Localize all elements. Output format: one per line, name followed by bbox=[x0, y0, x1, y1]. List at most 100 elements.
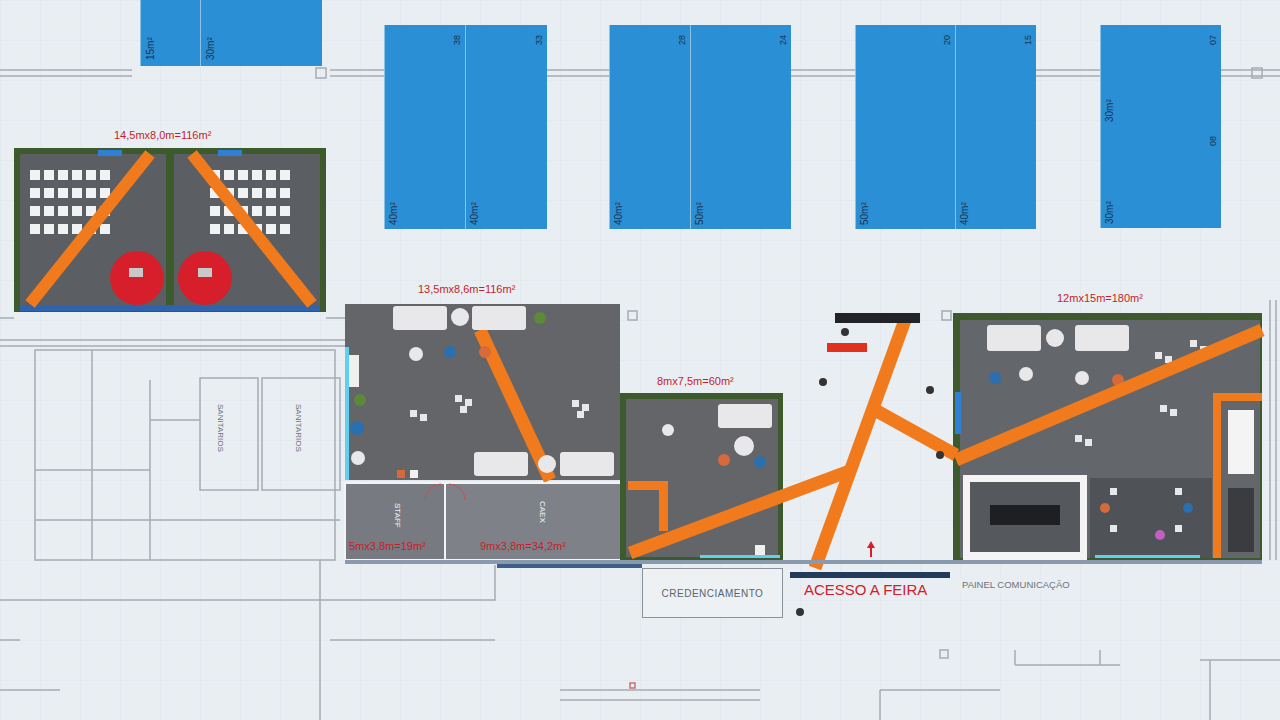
counters-part bbox=[827, 343, 867, 352]
booth-label: 24 bbox=[779, 35, 788, 45]
sanitary-room: SANITARIOS bbox=[262, 378, 340, 490]
lounge-three-part-part bbox=[1110, 488, 1117, 495]
building-lines-part bbox=[630, 683, 635, 688]
auditorium-rooms-part bbox=[110, 251, 164, 305]
lounge-three-part bbox=[1228, 488, 1254, 552]
lounge-three-part bbox=[1155, 530, 1165, 540]
sanitary-room: SANITARIOS bbox=[200, 378, 258, 490]
auditorium-rooms-part bbox=[98, 150, 122, 156]
walkways-part bbox=[815, 320, 905, 568]
auditorium-rooms-part bbox=[178, 251, 232, 305]
lounge-area: 13,5mx8,6m=116m² bbox=[345, 304, 620, 480]
staff-caex-rooms-part bbox=[425, 484, 441, 500]
auditorium-rooms-part-part bbox=[252, 170, 262, 180]
auditorium-rooms-part bbox=[218, 150, 242, 156]
walkways-part bbox=[956, 330, 1262, 460]
lounge-one-part-part bbox=[409, 347, 423, 361]
booth-label: 28 bbox=[678, 35, 687, 45]
booth-label: 40m² bbox=[960, 202, 970, 225]
auditorium-rooms-part-part bbox=[86, 170, 96, 180]
lounge-one-part bbox=[345, 347, 349, 480]
lounge-three-part-part bbox=[1160, 405, 1167, 412]
caex-room: CAEX9mx3,8m=34,2m² bbox=[445, 483, 628, 560]
lounge-three-part bbox=[1213, 476, 1221, 558]
entrance-wall-part bbox=[497, 564, 642, 568]
building-lines-part bbox=[316, 68, 326, 78]
counters-part bbox=[936, 451, 944, 459]
room-name: STAFF bbox=[393, 503, 401, 528]
lounge-three-part bbox=[989, 372, 1001, 384]
booth-label: 38 bbox=[453, 35, 462, 45]
auditorium-rooms-part-part bbox=[210, 206, 220, 216]
booth-label: 30m² bbox=[1105, 99, 1115, 122]
booth-label: 50m² bbox=[860, 202, 870, 225]
lounge-one-part bbox=[444, 346, 456, 358]
room-name: SANITARIOS bbox=[294, 404, 302, 452]
counters-part bbox=[835, 313, 920, 323]
area-dimension: 14,5mx8,0m=116m² bbox=[114, 130, 211, 141]
auditorium-rooms-part bbox=[198, 268, 212, 277]
lounge-three-part bbox=[990, 505, 1060, 525]
auditorium-rooms-part-part bbox=[44, 188, 54, 198]
auditorium-rooms-part-part bbox=[238, 170, 248, 180]
lounge-one-part bbox=[349, 355, 359, 387]
lounge-three-part-part bbox=[1170, 409, 1177, 416]
counters-part bbox=[819, 378, 827, 386]
lounge-one-part-part bbox=[474, 452, 528, 476]
lounge-one-part-part bbox=[560, 452, 614, 476]
building-lines-part bbox=[628, 311, 637, 320]
area-dimension: 12mx15m=180m² bbox=[1057, 293, 1143, 304]
area-dimension: 5mx3,8m=19m² bbox=[349, 541, 426, 552]
lounge-three-part bbox=[1228, 410, 1254, 474]
staff-caex-rooms-part bbox=[449, 484, 465, 500]
auditorium-rooms-part-part bbox=[30, 224, 40, 234]
lounge-one-part bbox=[351, 306, 614, 476]
lounge-three bbox=[953, 313, 1262, 560]
auditorium-rooms-part-part bbox=[72, 170, 82, 180]
auditorium-rooms-part-part bbox=[280, 188, 290, 198]
lounge-one-part bbox=[350, 421, 364, 435]
building-lines-part bbox=[0, 640, 60, 690]
building-lines-part bbox=[0, 560, 495, 720]
entrance-wall-part bbox=[345, 560, 1262, 564]
lounge-three-part bbox=[1095, 555, 1200, 558]
lounge-one-part-part bbox=[472, 306, 526, 330]
staff-caex-rooms-part bbox=[445, 483, 628, 560]
booth: 24 50m² bbox=[690, 25, 791, 229]
auditorium-rooms-part-part bbox=[30, 188, 40, 198]
auditorium-rooms-part-part bbox=[224, 170, 234, 180]
booth-label: 30m² bbox=[206, 37, 216, 60]
lounge-three-part-part bbox=[1046, 329, 1064, 347]
lounge-three-part-part bbox=[1190, 340, 1197, 347]
auditorium-rooms-part-part bbox=[44, 170, 54, 180]
building-lines-part bbox=[942, 311, 951, 320]
building-lines-part bbox=[560, 690, 1000, 720]
booth-label: 50m² bbox=[695, 202, 705, 225]
room-name: SANITARIOS bbox=[216, 404, 224, 452]
lounge-one-part-part bbox=[393, 306, 447, 330]
booth-label: 20 bbox=[943, 35, 952, 45]
area-dimension: 8mx7,5m=60m² bbox=[657, 376, 734, 387]
lounge-three-part-part bbox=[987, 325, 1041, 351]
area-dimension: 13,5mx8,6m=116m² bbox=[418, 284, 515, 295]
lounge-two-part bbox=[718, 404, 772, 428]
building-lines-part bbox=[35, 350, 340, 560]
lounge-one-part bbox=[397, 470, 405, 478]
booth: 0830m² bbox=[1100, 126, 1221, 228]
lounge-one-part-part bbox=[582, 404, 589, 411]
lounge-one-part-part bbox=[351, 451, 365, 465]
auditorium-rooms-part bbox=[129, 268, 143, 277]
lounge-three-part bbox=[1183, 503, 1193, 513]
booth: 15m² bbox=[140, 0, 200, 66]
building-lines-part bbox=[35, 350, 335, 560]
lounge-three-part-part bbox=[1075, 435, 1082, 442]
counters-part bbox=[796, 608, 804, 616]
lounge-one-part-part bbox=[465, 399, 472, 406]
lounge-three-part-part bbox=[1110, 525, 1117, 532]
auditorium-rooms-part-part bbox=[58, 224, 68, 234]
auditorium-rooms-part-part bbox=[100, 170, 110, 180]
auditorium-rooms-part-part bbox=[280, 224, 290, 234]
staff-caex-rooms-part bbox=[345, 483, 445, 560]
booth-label: 30m² bbox=[1105, 201, 1115, 224]
